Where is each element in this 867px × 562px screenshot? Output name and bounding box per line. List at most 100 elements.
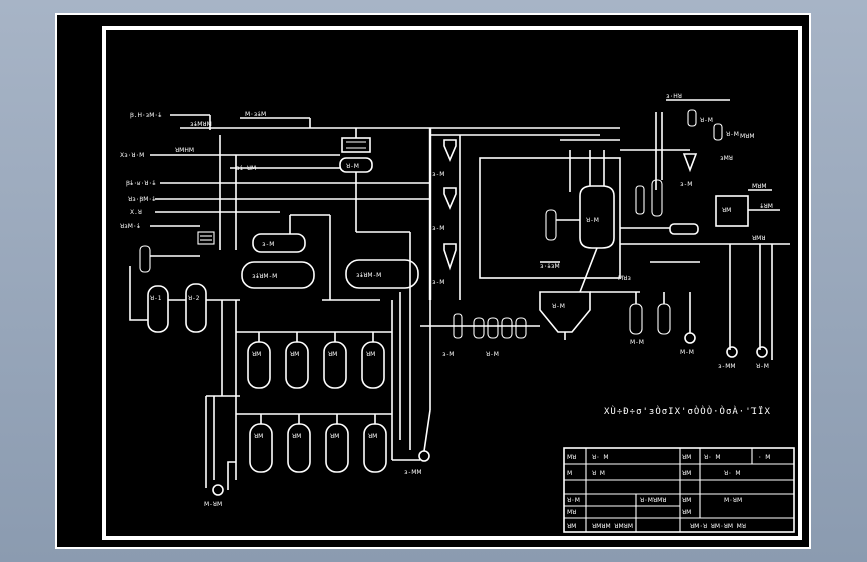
inlet-label-5: ꓫ.ꓤ [130, 209, 142, 216]
vessel-v2 [185, 283, 207, 333]
pump-p5-label: ɜ-ꓟꓟ [404, 469, 422, 476]
vessel-group-left: ꓤ-1 ꓤ-2 [129, 231, 240, 333]
drawing-sheet [55, 13, 811, 549]
pump-p1-label: ꓟ-ꓟ [680, 349, 694, 356]
tank-8-label: ꓤꓟ [368, 433, 377, 440]
top-drum-label: ꓤ-ꓟ [346, 163, 359, 170]
inlet-label-4: ꓤɜ·Ꞵꓟ·ɨ [128, 196, 156, 203]
title-block-r3c1: ꓤ·ꓟ [567, 497, 580, 504]
right-pumps: ꓟ-ꓟ ɜ-ꓟꓟ ꓤ-ꓟ ꓟꓤɜ [618, 244, 773, 370]
reactor-side-vessel [545, 209, 557, 241]
tank-4-label: ꓤꓟ [366, 351, 375, 358]
title-block-r2c1: ꓟ [567, 470, 572, 477]
title-block-r2c3: ꓤꓟ [682, 470, 691, 477]
right-out-label-1: ꓟꓤꓟ [752, 183, 767, 190]
title-block-r3c4: ꓟ·ꓤꓟ [724, 497, 742, 504]
right-top-label: ɜ·ꓧꓤ [666, 93, 682, 100]
drum-d3 [345, 259, 419, 289]
condenser-c1-label: ꓤ-ꓟ [700, 117, 713, 124]
cyclone-2 [443, 187, 457, 211]
small-vessel [139, 245, 151, 273]
right-out-label-3: ꓤꓟꓤ [752, 235, 766, 242]
top-right-condensers: ɜ·ꓧꓤ ꓤ-ꓟ ꓤ-ꓟ ɜ-ꓟ ꓟꓤꓟ ɜꓟꓤ ꓤꓟ ꓟꓤꓟ ɨꓤꓟ ꓤꓟꓤ [620, 93, 780, 242]
pump-p4 [212, 484, 224, 496]
drum-d3-label: ɜɨꓤꓟ-ꓟ [356, 272, 381, 279]
top-drum-group: ꓤ-ꓟ [339, 128, 410, 233]
tank-1-label: ꓤꓟ [252, 351, 261, 358]
condenser-c2-label: ꓤ-ꓟ [726, 131, 739, 138]
top-label-3: ꓤꓟꓧꓟ [175, 147, 194, 154]
drum-d1 [252, 233, 306, 253]
top-label-2: ɜɨꓟꓤꓟ [190, 121, 212, 128]
right-group-label: ꓟ-ꓟ [630, 339, 644, 346]
small-vessel-row: ɜ-ꓟ ꓤ-ꓟ [440, 313, 540, 358]
top-label-1: ꓟ·ɜɨꓟ [245, 111, 266, 118]
title-block-r1c2: ꓤ· ꓟ [592, 454, 609, 461]
right-box [715, 195, 749, 227]
settler-label: ꓤ-ꓟ [552, 303, 565, 310]
title-block-r3c2: ꓤ·ꓟꓤꓟꓤ [640, 497, 666, 504]
drums: ɜ-ꓟ ɜɨꓤꓟ-ꓟ ɜɨꓤꓟ-ꓟ [241, 214, 419, 301]
tank-6-label: ꓤꓟ [292, 433, 301, 440]
condenser-c3 [682, 153, 698, 173]
storage-tanks: ꓤꓟ ꓤꓟ ꓤꓟ ꓤꓟ ꓤꓟ ꓤꓟ ꓤꓟ ꓤꓟ ꓟ-ꓤꓟ ɜ-ꓟꓟ [204, 232, 440, 508]
cyclone-3 [443, 243, 457, 271]
cyclone-2-label: ɜ-ꓟ [432, 225, 444, 232]
condenser-left [197, 231, 215, 245]
tank-7-label: ꓤꓟ [330, 433, 339, 440]
reactor-label: ꓤ-ꓟ [586, 217, 599, 224]
condenser-c2 [713, 123, 723, 141]
cyclones: ɜ-ꓟ ɜ-ꓟ ɜ-ꓟ [428, 127, 620, 300]
drawing-title: ΧÙ÷Đ÷σ'ɜÒσΙΧ'σÒÒÒ·ÒσÀ·'ΊΪΧ [604, 405, 771, 417]
pipe-mid-label: ɜ·ɨɜꓟ [540, 263, 560, 270]
inlet-label-1: Ꞵ.ꓧ·ɜꓟ·ɨ [130, 112, 162, 119]
title-block-r1c3: ꓤꓟ [682, 454, 691, 461]
drum-d2 [241, 261, 315, 289]
title-block-r2c2: ꓤ ꓟ [592, 470, 605, 477]
right-vessels: ꓟ-ꓟ [620, 179, 790, 346]
pipe-right-label: ꓟꓤɜ [618, 275, 631, 282]
cyclone-3-label: ɜ-ꓟ [432, 279, 444, 286]
title-block-r5c1: ꓤꓟ [567, 523, 576, 530]
inlet-label-3: Ꞵɨ·ʁ·ꓤ·ɨ [126, 180, 156, 187]
small-group-label: ɜ-ꓟ [442, 351, 454, 358]
inlet-label-6: ꓤɜꓟ·ɨ [120, 223, 141, 230]
row-group-label: ꓤ-ꓟ [486, 351, 499, 358]
drum-d2-label: ɜɨꓤꓟ-ꓟ [252, 273, 277, 280]
condenser-c1 [687, 109, 697, 127]
title-block-r5c3: ꓤꓟ·ꓤ ꓤꓟ·ꓤꓟ ꓟꓤ [690, 523, 746, 530]
reactor [579, 185, 615, 249]
tank-5-label: ꓤꓟ [254, 433, 263, 440]
right-out-label-2: ɨꓤꓟ [760, 203, 773, 210]
title-block-r1c1: ꓟꓤ [567, 454, 576, 461]
title-block-r3c3: ꓤꓟ [682, 497, 691, 504]
tank-2-label: ꓤꓟ [290, 351, 299, 358]
inlet-label-2: ꓫɜ·ꓤ·ꓟ [120, 152, 144, 159]
drum-d1-label: ɜ-ꓟ [262, 241, 274, 248]
drawing-border [102, 26, 802, 540]
pump-p2 [726, 346, 738, 358]
right-label-3: ɜꓟꓤ [720, 155, 733, 162]
input-lines: Ꞵ.ꓧ·ɜꓟ·ɨ ꓫɜ·ꓤ·ꓟ Ꞵɨ·ʁ·ꓤ·ɨ ꓤɜ·Ꞵꓟ·ɨ ꓫ.ꓤ ꓤɜꓟ… [120, 111, 430, 250]
title-block-r1c4: ꓤ· ꓟ [704, 454, 721, 461]
title-block-r2c4: ꓤ· ꓟ [724, 470, 741, 477]
pump-p4-label: ꓟ-ꓤꓟ [204, 501, 222, 508]
title-block-r4c1: ꓟꓤ [567, 509, 576, 516]
pump-p2-label: ɜ-ꓟꓟ [718, 363, 736, 370]
pump-p3-label: ꓤ-ꓟ [756, 363, 769, 370]
pump-p3 [756, 346, 768, 358]
reactor-area: ꓤ-ꓟ ɜ·ɨɜꓟ ꓤ-ꓟ [479, 139, 640, 340]
reactor-frame [479, 157, 621, 279]
cyclone-1 [443, 139, 457, 163]
right-box-label: ꓤꓟ [722, 207, 731, 214]
right-drum [669, 223, 699, 235]
title-block-r4c2: ꓤꓟ [682, 509, 691, 516]
title-block-r5c2: ꓤꓟꓤꓟ ꓤꓟꓤꓟ [592, 523, 633, 530]
title-block-frame [563, 447, 795, 533]
vessel-v2-label: ꓤ-2 [188, 295, 200, 302]
title-block: ꓟꓤ ꓤ· ꓟ ꓤꓟ ꓤ· ꓟ · ꓟ ꓟ ꓤ ꓟ ꓤꓟ ꓤ· ꓟ ꓤ·ꓟ ꓤ·… [563, 447, 795, 533]
cyclone-1-label: ɜ-ꓟ [432, 171, 444, 178]
condenser-c3-label: ɜ-ꓟ [680, 181, 692, 188]
